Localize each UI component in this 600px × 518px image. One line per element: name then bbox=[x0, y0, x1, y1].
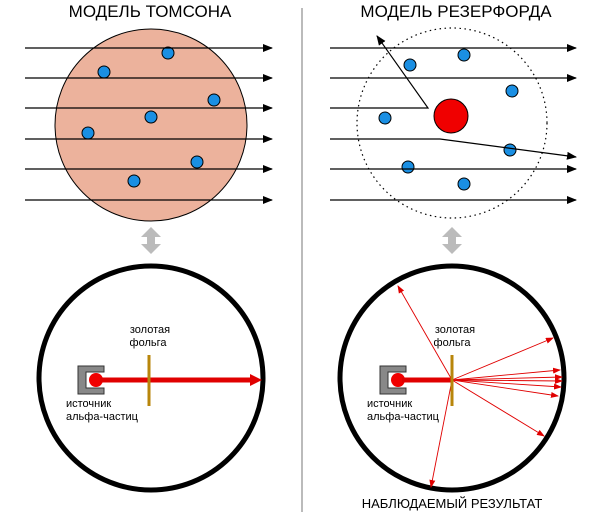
alpha-source-holder-left bbox=[77, 365, 105, 395]
electron bbox=[161, 46, 175, 60]
electron bbox=[207, 93, 221, 107]
electron bbox=[81, 126, 95, 140]
electron bbox=[378, 111, 392, 125]
scattered-ray bbox=[451, 379, 545, 437]
foil-label-left-2: фольга bbox=[130, 337, 168, 349]
nucleus bbox=[433, 98, 469, 134]
electron bbox=[97, 65, 111, 79]
foil-label-right-1: золотая bbox=[435, 324, 475, 336]
electron bbox=[401, 160, 415, 174]
rutherford-atom-boundary bbox=[356, 27, 548, 219]
foil-label-left-1: золотая bbox=[130, 324, 170, 336]
scattered-ray bbox=[451, 377, 563, 384]
thomson-alpha-paths bbox=[25, 44, 273, 204]
alpha-source-right bbox=[391, 373, 405, 387]
scattered-ray bbox=[451, 379, 562, 390]
scattered-ray bbox=[451, 374, 563, 381]
rutherford-title: МОДЕЛЬ РЕЗЕРФОРДА bbox=[360, 2, 552, 21]
alpha-path-deflected bbox=[330, 138, 577, 160]
electron bbox=[403, 58, 417, 72]
double-arrow-right bbox=[442, 227, 462, 254]
electron bbox=[505, 84, 519, 98]
scattered-ray bbox=[451, 379, 559, 398]
electron bbox=[503, 143, 517, 157]
source-label-left-1: источник bbox=[66, 398, 111, 410]
scattered-ray bbox=[397, 285, 453, 381]
alpha-source-holder-right bbox=[379, 365, 407, 395]
electron bbox=[190, 155, 204, 169]
scattered-ray bbox=[429, 379, 453, 488]
scattered-ray bbox=[451, 367, 561, 381]
observed-result-label: НАБЛЮДАЕМЫЙ РЕЗУЛЬТАТ bbox=[362, 496, 543, 511]
source-label-left-2: альфа-частиц bbox=[66, 411, 139, 423]
rutherford-electrons bbox=[378, 48, 519, 191]
source-label-right-2: альфа-частиц bbox=[367, 411, 440, 423]
source-label-right-1: источник bbox=[367, 398, 412, 410]
alpha-path-backscattered bbox=[330, 35, 430, 109]
thomson-title: МОДЕЛЬ ТОМСОНА bbox=[69, 2, 232, 21]
thomson-electrons bbox=[81, 46, 221, 188]
scattered-rays bbox=[397, 285, 563, 488]
alpha-source-left bbox=[89, 373, 103, 387]
electron bbox=[457, 48, 471, 62]
thomson-atom-sphere bbox=[54, 28, 248, 222]
foil-label-right-2: фольга bbox=[434, 337, 472, 349]
electron bbox=[457, 177, 471, 191]
rutherford-alpha-paths bbox=[330, 35, 577, 204]
scattered-ray bbox=[451, 337, 554, 381]
double-arrow-left bbox=[141, 227, 161, 254]
electron bbox=[127, 174, 141, 188]
electron bbox=[144, 110, 158, 124]
alpha-beam-arrowhead-left bbox=[250, 374, 262, 386]
